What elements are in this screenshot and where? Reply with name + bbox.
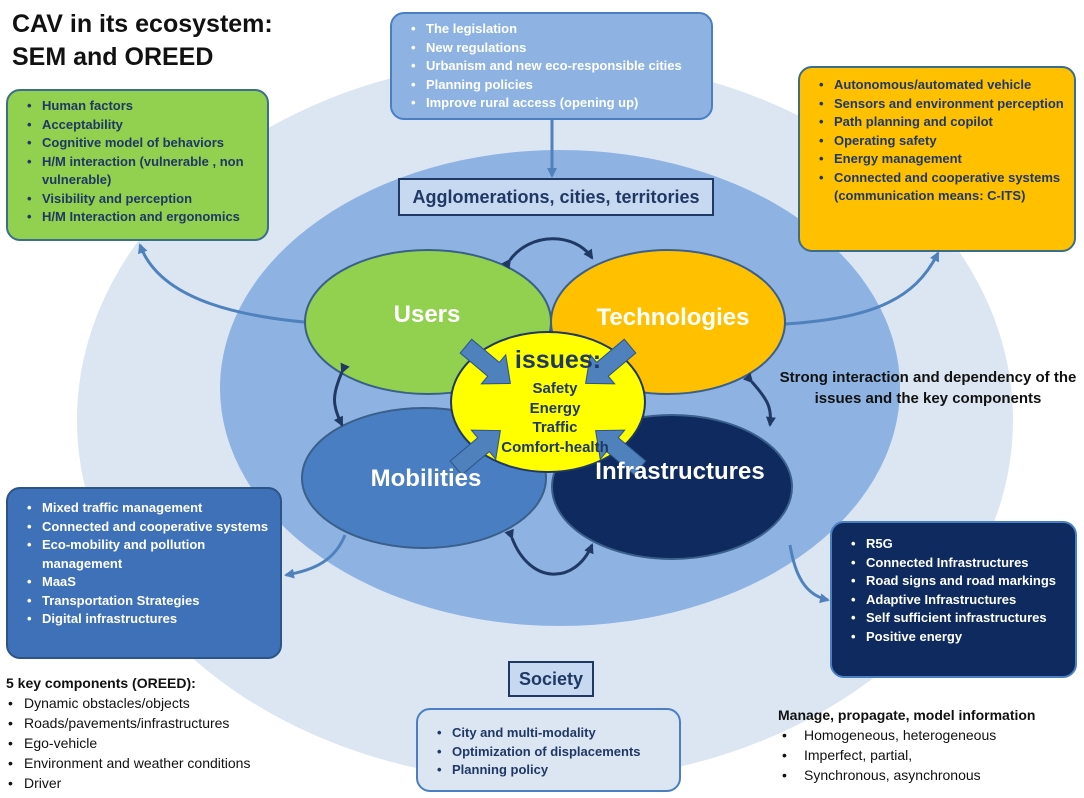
list-item: Dynamic obstacles/objects: [8, 693, 336, 713]
list-item: City and multi-modality: [437, 724, 669, 743]
list-item: Planning policies: [411, 76, 701, 95]
list-item: Self sufficient infrastructures: [851, 609, 1065, 628]
list-item: Connected Infrastructures: [851, 554, 1065, 573]
society-list: City and multi-modality Optimization of …: [426, 724, 669, 780]
list-item: Ego-vehicle: [8, 733, 336, 753]
list-item: MaaS: [27, 573, 270, 592]
issue-item: Comfort-health: [501, 438, 609, 456]
infrastructures-node-label: Infrastructures: [595, 458, 765, 485]
list-item: H/M interaction (vulnerable , non vulner…: [27, 153, 257, 190]
interaction-note: Strong interaction and dependency of the…: [779, 369, 1077, 407]
list-item: Improve rural access (opening up): [411, 94, 701, 113]
users-node-label: Users: [393, 301, 461, 328]
infrastructures-list: R5G Connected Infrastructures Road signs…: [840, 535, 1065, 646]
issue-arrow-users: [459, 338, 511, 385]
list-item: Acceptability: [27, 116, 257, 135]
list-item: Human factors: [27, 97, 257, 116]
list-item: New regulations: [411, 39, 701, 58]
list-item: Synchronous, asynchronous: [782, 765, 1078, 785]
technologies-list: Autonomous/automated vehicle Sensors and…: [808, 76, 1064, 206]
society-box: City and multi-modality Optimization of …: [416, 708, 681, 792]
list-item: Adaptive Infrastructures: [851, 591, 1065, 610]
list-item: Roads/pavements/infrastructures: [8, 713, 336, 733]
list-item: Path planning and copilot: [819, 113, 1064, 132]
technologies-node-label: Technologies: [596, 304, 750, 331]
users-mobilities-arrow: [333, 362, 350, 427]
issue-item: Safety: [532, 380, 578, 397]
list-item: Transportation Strategies: [27, 592, 270, 611]
list-item: Optimization of displacements: [437, 743, 669, 762]
issue-arrow-technologies: [585, 338, 637, 385]
title-line-1: CAV in its ecosystem:: [12, 10, 273, 38]
mobilities-node-label: Mobilities: [370, 465, 482, 492]
mobilities-infrastructures-arrow: [504, 528, 594, 576]
list-item: Autonomous/automated vehicle: [819, 76, 1064, 95]
list-item: Connected and cooperative systems (commu…: [819, 169, 1064, 206]
list-item: H/M Interaction and ergonomics: [27, 208, 257, 227]
list-item: Imperfect, partial,: [782, 745, 1078, 765]
manage-heading: Manage, propagate, model information: [778, 707, 1036, 723]
list-item: Homogeneous, heterogeneous: [782, 725, 1078, 745]
list-item: Planning policy: [437, 761, 669, 780]
list-item: Sensors and environment perception: [819, 95, 1064, 114]
legislation-list: The legislation New regulations Urbanism…: [400, 20, 701, 113]
list-item: Cognitive model of behaviors: [27, 134, 257, 153]
list-item: Eco-mobility and pollution management: [27, 536, 270, 573]
page-title: CAV in its ecosystem: SEM and OREED: [12, 8, 273, 74]
infrastructures-box: R5G Connected Infrastructures Road signs…: [830, 521, 1077, 678]
list-item: Connected and cooperative systems: [27, 518, 270, 537]
issues-title: issues:: [514, 346, 602, 374]
mobilities-connector: [284, 534, 347, 579]
mobilities-list: Mixed traffic management Connected and c…: [16, 499, 270, 629]
list-item: Positive energy: [851, 628, 1065, 647]
users-list: Human factors Acceptability Cognitive mo…: [16, 97, 257, 227]
manage-list: Homogeneous, heterogeneous Imperfect, pa…: [778, 725, 1078, 785]
list-item: Visibility and perception: [27, 190, 257, 209]
manage-information: Manage, propagate, model information Hom…: [778, 705, 1078, 785]
agglomerations-label: Agglomerations, cities, territories: [398, 178, 714, 216]
list-item: Energy management: [819, 150, 1064, 169]
oreed-heading: 5 key components (OREED):: [6, 675, 196, 691]
title-line-2: SEM and OREED: [12, 43, 214, 71]
technologies-connector: [761, 251, 940, 327]
list-item: R5G: [851, 535, 1065, 554]
list-item: Driver: [8, 773, 336, 793]
issue-item: Traffic: [532, 419, 578, 436]
users-box: Human factors Acceptability Cognitive mo…: [6, 89, 269, 241]
oreed-components: 5 key components (OREED): Dynamic obstac…: [6, 673, 336, 793]
list-item: Digital infrastructures: [27, 610, 270, 629]
society-label: Society: [508, 661, 594, 697]
list-item: Road signs and road markings: [851, 572, 1065, 591]
issues-list: Safety Energy Traffic Comfort-health: [480, 379, 630, 457]
list-item: Urbanism and new eco-responsible cities: [411, 57, 701, 76]
list-item: Mixed traffic management: [27, 499, 270, 518]
oreed-list: Dynamic obstacles/objects Roads/pavement…: [6, 693, 336, 793]
mobilities-box: Mixed traffic management Connected and c…: [6, 487, 282, 659]
infrastructures-connector: [788, 544, 830, 604]
list-item: Environment and weather conditions: [8, 753, 336, 773]
technologies-infrastructures-arrow: [742, 372, 776, 427]
issue-arrow-mobilities: [449, 429, 501, 476]
list-item: Operating safety: [819, 132, 1064, 151]
users-technologies-arrow: [501, 237, 594, 270]
issue-item: Energy: [529, 399, 581, 417]
legislation-box: The legislation New regulations Urbanism…: [390, 12, 713, 120]
list-item: The legislation: [411, 20, 701, 39]
technologies-box: Autonomous/automated vehicle Sensors and…: [798, 66, 1076, 252]
issue-arrow-infrastructures: [595, 429, 647, 476]
